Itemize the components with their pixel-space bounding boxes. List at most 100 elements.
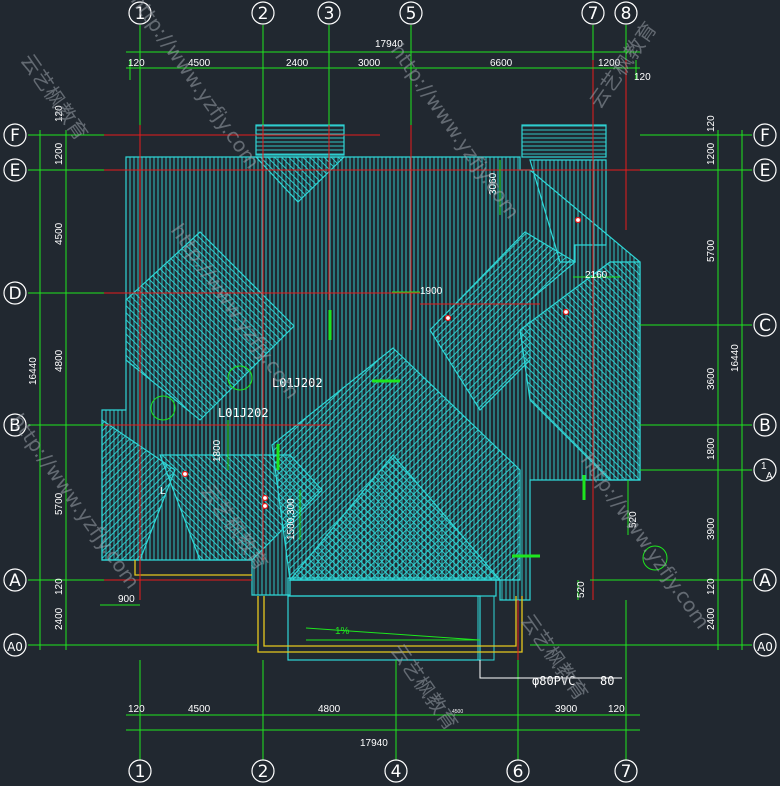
axis-bubble-right: C: [759, 316, 771, 336]
axis-bubble-right-circle: [753, 313, 777, 337]
hip-right: [519, 261, 641, 481]
front-balcony-ledge: [477, 595, 495, 661]
dimension-lines: [28, 25, 752, 760]
dim-right: 3600: [706, 367, 717, 390]
axis-bubble-left: D: [8, 284, 21, 304]
axis-bubble-top: 5: [406, 4, 417, 24]
dim-top: 3000: [358, 58, 381, 69]
dim-3060: 3060: [488, 172, 499, 195]
dim-bottom: 120: [128, 704, 145, 715]
axis-bubble-bottom-circle: [614, 759, 638, 783]
eave-outline: [134, 560, 523, 653]
dim-bottom: 4800: [318, 704, 341, 715]
axis-bubble-right-circle: [753, 458, 777, 482]
dormer-left: [255, 124, 345, 156]
dim-900: 900: [118, 594, 135, 605]
axis-bubble-bottom: 7: [621, 762, 632, 782]
dim-text-right: 120 1200 5700 3600 1800 3900 120 2400 16…: [706, 115, 741, 630]
dim-text-bottom: 120 4500 4800 3900 120 17940 4500: [128, 704, 625, 749]
dim-right-total: 16440: [730, 344, 741, 372]
dim-left: 5700: [54, 492, 65, 515]
axis-bubble-right-circle: [753, 568, 777, 592]
axis-bubble-right: B: [759, 416, 771, 436]
dim-right: 120: [706, 578, 717, 595]
dim-left: 1200: [54, 142, 65, 165]
drain-markers: [181, 216, 582, 510]
axis-bubble-left: E: [10, 161, 21, 181]
dim-right: 1200: [706, 142, 717, 165]
dim-tiny: 4500: [452, 709, 463, 715]
watermark: 云艺枫教育: [386, 639, 463, 735]
axis-bubble-top: 2: [258, 4, 269, 24]
axis-bubble-bottom-circle: [251, 759, 275, 783]
dim-right: 5700: [706, 239, 717, 262]
roof-surfaces: [101, 124, 641, 661]
dim-1800: 1800: [212, 439, 223, 462]
dim-1500-300: 1500,300: [286, 498, 297, 540]
front-balcony: [287, 595, 481, 661]
dim-left-total: 16440: [28, 357, 39, 385]
watermark: 云艺枫教育: [584, 17, 661, 113]
axis-bubble-bottom-circle: [128, 759, 152, 783]
dim-right: 3900: [706, 517, 717, 540]
dim-520-b: 520: [576, 581, 587, 598]
axis-bubble-right: F: [760, 126, 770, 146]
axis-bubble-right: A: [759, 571, 771, 591]
dim-right: 2400: [706, 607, 717, 630]
label-slope: 1%: [335, 626, 350, 637]
axis-bubble-top: 7: [588, 4, 599, 24]
dim-left: 4500: [54, 222, 65, 245]
dormer-right: [521, 124, 607, 158]
axis-bubble-left: F: [10, 126, 20, 146]
axis-bubble-left: B: [9, 416, 21, 436]
grid-lines: [104, 60, 640, 660]
gable-front: [288, 454, 502, 581]
gable-left-wing: [159, 454, 323, 561]
hip-left-upper: [125, 231, 295, 421]
label-pipe-size: 80: [600, 674, 614, 688]
hip-center-right: [429, 231, 577, 411]
axis-bubble-left-circle: [3, 158, 27, 182]
axis-bubble-top-circle: [251, 1, 275, 25]
label-pipe: φ80PVC: [532, 674, 575, 688]
axis-bubble-top-circle: [317, 1, 341, 25]
axis-bubble-bottom: 4: [391, 762, 402, 782]
dim-top: 2400: [286, 58, 309, 69]
axis-bubble-top-circle: [581, 1, 605, 25]
axis-bubble-right: A0: [757, 640, 773, 654]
dim-bottom-total: 17940: [360, 738, 388, 749]
dim-top: 120: [128, 58, 145, 69]
axis-bubble-bottom: 6: [513, 762, 524, 782]
axis-bubble-right-den: A: [766, 471, 773, 482]
axis-bubble-left-circle: [3, 413, 27, 437]
dim-bottom: 3900: [555, 704, 578, 715]
watermark: http://www.yzfjy.com: [126, 0, 265, 173]
axis-bubble-right-num: 1: [761, 461, 767, 472]
front-canopy: [287, 577, 497, 597]
dim-top: 1200: [598, 58, 621, 69]
inner-annotations: 3060 1900 2160 1800 1500,300 520 520 900…: [118, 172, 639, 688]
dim-left: 120: [54, 578, 65, 595]
dim-top: 6600: [490, 58, 513, 69]
axis-bubble-right-circle: [753, 413, 777, 437]
dim-text-top: 17940 120 4500 2400 3000 6600 1200 120: [128, 39, 651, 83]
axis-bubble-right: E: [760, 161, 771, 181]
axis-bubble-left: A0: [7, 640, 23, 654]
dim-bottom: 4500: [188, 704, 211, 715]
dim-right: 120: [706, 115, 717, 132]
dim-text-left: 120 1200 4500 4800 5700 120 2400 16440: [28, 105, 65, 630]
axis-bubble-top: 8: [621, 4, 632, 24]
dim-left: 4800: [54, 349, 65, 372]
dim-left: 120: [54, 105, 65, 122]
dim-1900: 1900: [420, 286, 443, 297]
axis-bubble-left-circle: [3, 281, 27, 305]
pipe-leader: [479, 660, 622, 679]
axis-bubble-left-circle: [3, 633, 27, 657]
dim-top: 120: [634, 72, 651, 83]
axis-bubble-top-circle: [399, 1, 423, 25]
watermark: http://www.yzfjy.com: [576, 449, 715, 633]
axis-bubble-top-circle: [614, 1, 638, 25]
axis-bubble-bottom: 2: [258, 762, 269, 782]
axis-bubble-right-circle: [753, 633, 777, 657]
